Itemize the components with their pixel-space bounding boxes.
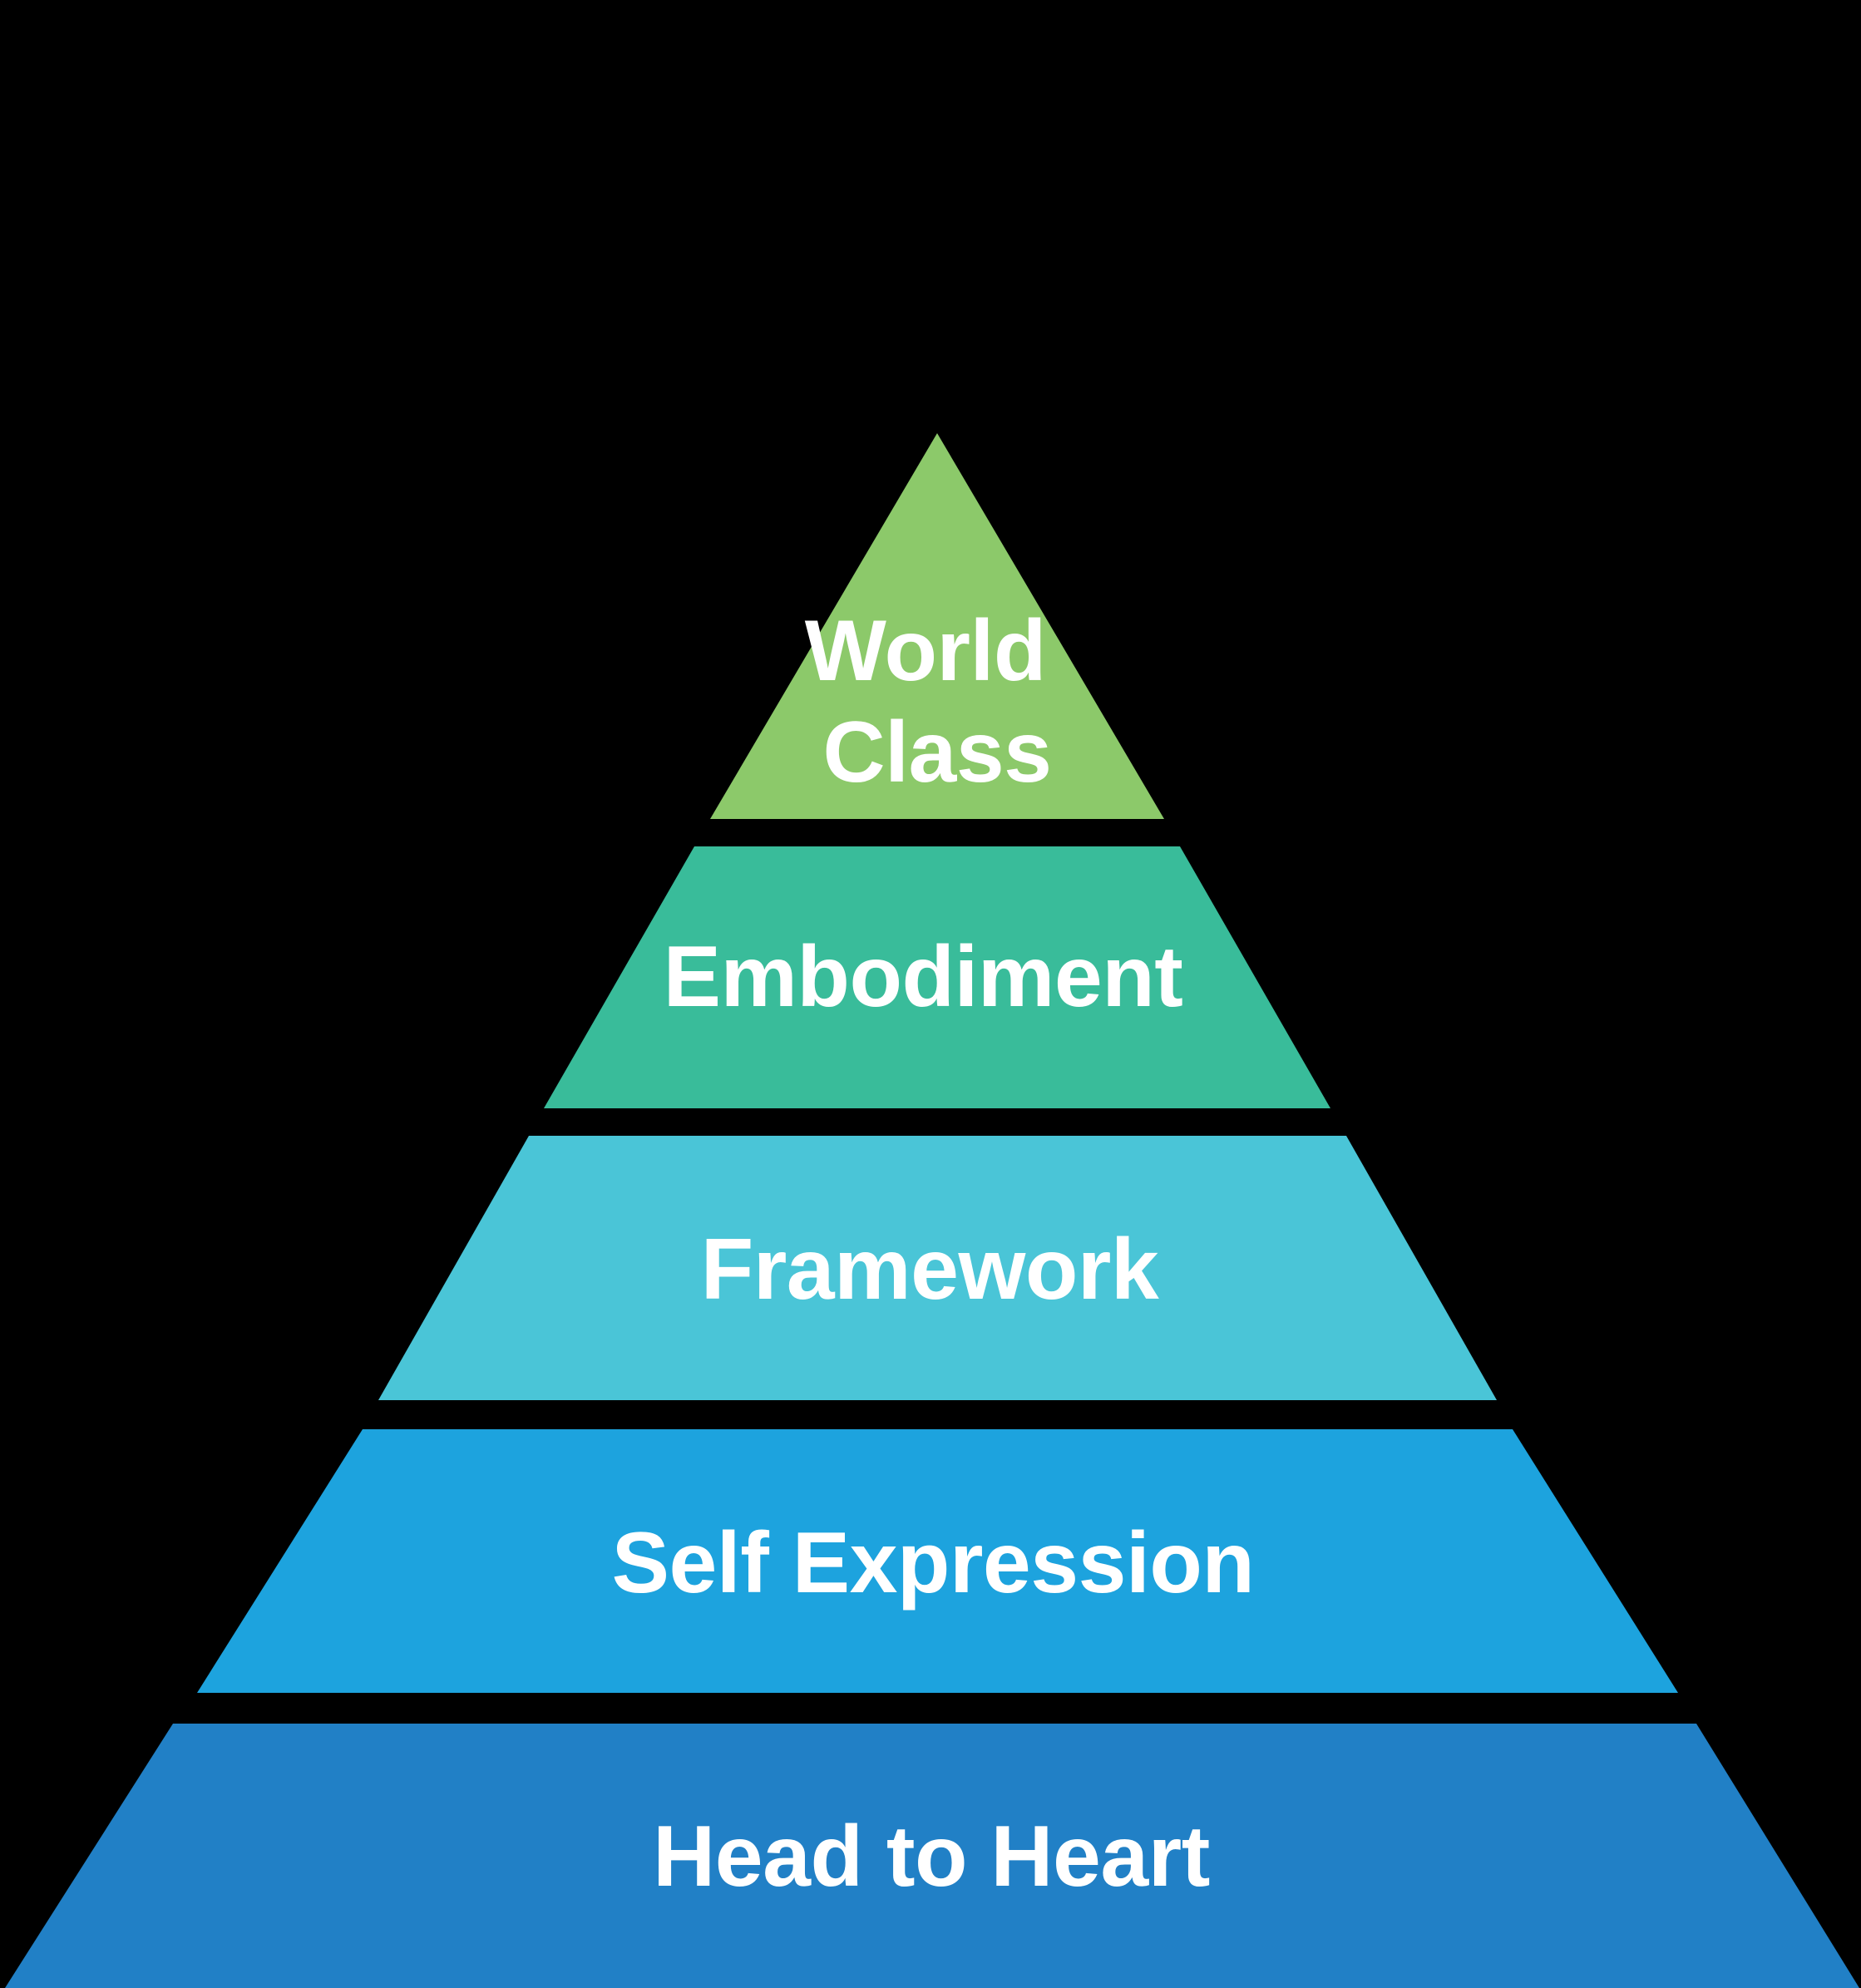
pyramid-tier-head-to-heart[interactable]: Head to Heart xyxy=(5,1724,1859,1988)
tier-label-line: Class xyxy=(822,704,1051,801)
pyramid-tier-world-class[interactable]: World Class xyxy=(710,433,1164,819)
pyramid-tier-self-expression-shape[interactable] xyxy=(197,1429,1678,1693)
pyramid-tier-embodiment-label: Embodiment xyxy=(664,929,1183,1025)
pyramid-tier-head-to-heart-label: Head to Heart xyxy=(653,1808,1210,1905)
tier-label-line: World xyxy=(805,603,1046,699)
pyramid-tier-head-to-heart-shape[interactable] xyxy=(5,1724,1859,1988)
pyramid-tier-framework[interactable]: Framework xyxy=(378,1136,1497,1400)
pyramid-tier-world-class-label: World Class xyxy=(805,603,1070,801)
pyramid-tier-world-class-shape[interactable] xyxy=(710,433,1164,819)
pyramid-tier-self-expression-label: Self Expression xyxy=(612,1515,1255,1611)
pyramid-tier-embodiment[interactable]: Embodiment xyxy=(544,846,1330,1108)
pyramid-tier-self-expression[interactable]: Self Expression xyxy=(197,1429,1678,1693)
pyramid-tier-framework-shape[interactable] xyxy=(378,1136,1497,1400)
pyramid-tier-framework-label: Framework xyxy=(701,1221,1159,1318)
pyramid-tier-embodiment-shape[interactable] xyxy=(544,846,1330,1108)
